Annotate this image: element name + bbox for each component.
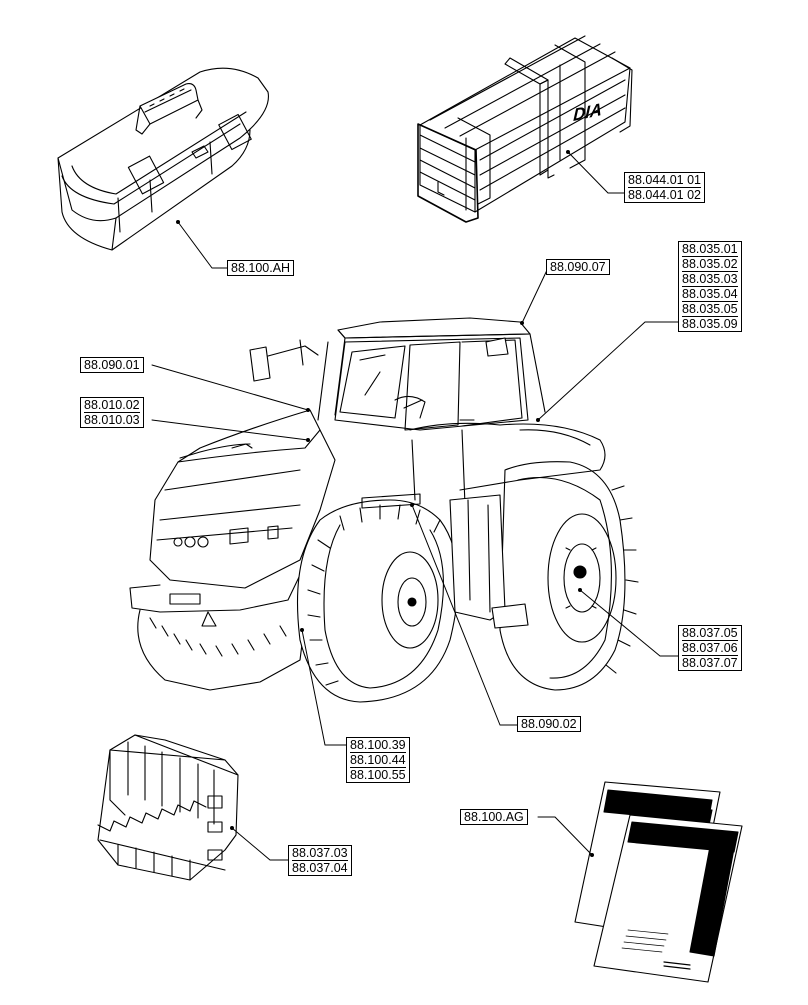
manuals-illustration <box>574 781 743 983</box>
callout-code: 88.100.AH <box>231 261 291 275</box>
callout-code: 88.035.03 <box>682 271 738 286</box>
callout-toolbox[interactable]: 88.100.AH <box>227 260 295 276</box>
callout-code: 88.037.06 <box>682 640 738 655</box>
callout-manuals[interactable]: 88.100.AG <box>460 809 528 825</box>
callout-code: 88.100.AG <box>464 810 524 824</box>
callout-rear-wheel[interactable]: 88.037.05 88.037.06 88.037.07 <box>678 625 742 671</box>
callout-code: 88.035.09 <box>682 316 738 331</box>
leader-lines <box>151 150 679 861</box>
callout-code: 88.100.55 <box>350 767 406 782</box>
callout-code: 88.010.02 <box>84 398 140 412</box>
callout-step[interactable]: 88.090.02 <box>517 716 581 732</box>
tractor-illustration <box>129 317 639 703</box>
callout-code: 88.010.03 <box>84 412 140 427</box>
callout-code: 88.100.44 <box>350 752 406 767</box>
callout-hood[interactable]: 88.010.02 88.010.03 <box>80 397 144 428</box>
toolbox-illustration <box>57 67 269 251</box>
callout-code: 88.090.07 <box>550 260 606 274</box>
callout-code: 88.035.02 <box>682 256 738 271</box>
callout-weights[interactable]: 88.037.03 88.037.04 <box>288 845 352 876</box>
callout-code: 88.035.01 <box>682 242 738 256</box>
callout-code: 88.037.07 <box>682 655 738 670</box>
callout-code: 88.044.01 01 <box>628 173 701 187</box>
callout-code: 88.035.05 <box>682 301 738 316</box>
callout-code: 88.044.01 02 <box>628 187 701 202</box>
callout-crate[interactable]: 88.044.01 01 88.044.01 02 <box>624 172 705 203</box>
callout-mirror[interactable]: 88.090.01 <box>80 357 144 373</box>
callout-code: 88.100.39 <box>350 738 406 752</box>
callout-code: 88.037.03 <box>292 846 348 860</box>
crate-illustration: DIA <box>417 35 633 223</box>
callout-cab-roof[interactable]: 88.090.07 <box>546 259 610 275</box>
callout-code: 88.035.04 <box>682 286 738 301</box>
callout-code: 88.090.01 <box>84 358 140 372</box>
callout-code: 88.037.04 <box>292 860 348 875</box>
callout-code: 88.090.02 <box>521 717 577 731</box>
callout-code: 88.037.05 <box>682 626 738 640</box>
weights-illustration <box>97 734 239 881</box>
callout-cab-decals[interactable]: 88.035.01 88.035.02 88.035.03 88.035.04 … <box>678 241 742 332</box>
callout-front-ballast[interactable]: 88.100.39 88.100.44 88.100.55 <box>346 737 410 783</box>
